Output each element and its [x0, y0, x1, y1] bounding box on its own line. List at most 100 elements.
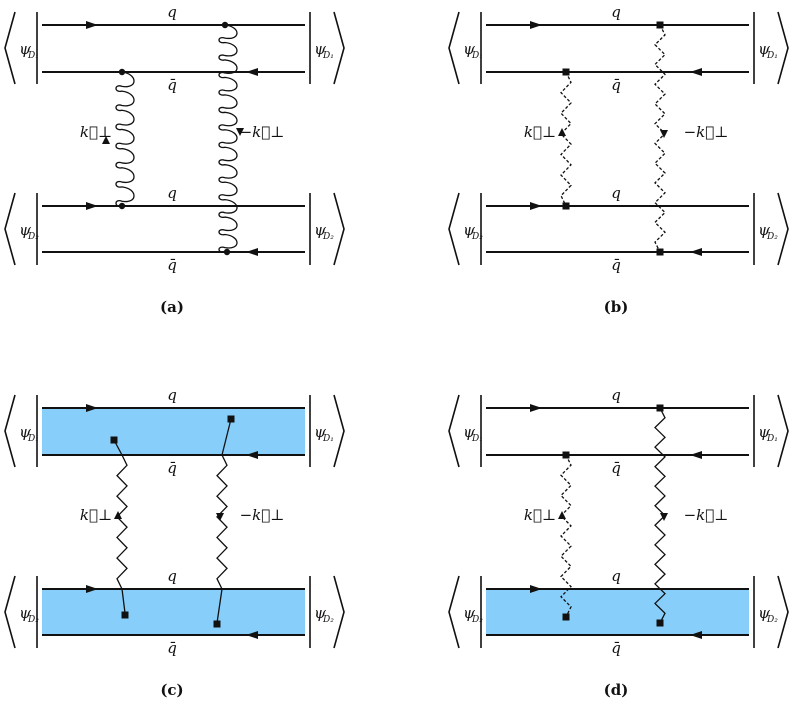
- psi-symbol: ψ: [314, 40, 326, 58]
- meson-band-bottom: [42, 589, 305, 635]
- arrow-left-icon: [246, 248, 258, 256]
- vertex-square: [656, 21, 664, 29]
- arrow-right-icon: [86, 21, 98, 29]
- psi-subscript: D₁: [322, 434, 334, 444]
- antiquark-label-bottom: q̄: [167, 639, 177, 657]
- momentum-label-right: −k⃗⊥: [240, 506, 285, 524]
- angle-bracket-left: [4, 394, 16, 468]
- panel-caption: (c): [160, 681, 183, 699]
- psi-subscript: D₁: [471, 51, 483, 61]
- angle-bracket-right: [777, 11, 789, 85]
- angle-bracket-left: [448, 394, 460, 468]
- psi-subscript: D₂: [27, 232, 39, 242]
- arrow-right-icon: [530, 21, 542, 29]
- angle-bracket-right: [333, 394, 345, 468]
- psi-subscript: D₂: [471, 615, 483, 625]
- psi-symbol: ψ: [758, 221, 770, 239]
- vertex-square: [562, 613, 570, 621]
- arrow-down-icon: [660, 130, 668, 138]
- momentum-label-right: −k⃗⊥: [684, 123, 729, 141]
- gluon-line: [115, 71, 135, 207]
- angle-bracket-left: [448, 192, 460, 266]
- psi-symbol: ψ: [758, 40, 770, 58]
- arrow-left-icon: [690, 451, 702, 459]
- psi-subscript: D₁: [471, 434, 483, 444]
- vertex-dot: [118, 68, 126, 76]
- psi-symbol: ψ: [19, 423, 31, 441]
- psi-symbol: ψ: [463, 221, 475, 239]
- arrow-right-icon: [86, 404, 98, 412]
- gluon-line: [218, 24, 238, 253]
- psi-symbol: ψ: [463, 423, 475, 441]
- angle-bracket-left: [4, 192, 16, 266]
- arrow-left-icon: [690, 631, 702, 639]
- psi-symbol: ψ: [463, 40, 475, 58]
- psi-symbol: ψ: [314, 604, 326, 622]
- antiquark-label-top: q̄: [611, 459, 621, 477]
- psi-symbol: ψ: [314, 221, 326, 239]
- antiquark-label-top: q̄: [167, 76, 177, 94]
- angle-bracket-left: [4, 575, 16, 649]
- wavy-tail: [221, 418, 232, 456]
- vertex-square: [562, 451, 570, 459]
- angle-bracket-left: [448, 575, 460, 649]
- vertex-square: [110, 436, 118, 444]
- psi-symbol: ψ: [463, 604, 475, 622]
- psi-symbol: ψ: [19, 604, 31, 622]
- vertex-square: [656, 404, 664, 412]
- arrow-up-icon: [114, 511, 122, 519]
- angle-bracket-right: [777, 575, 789, 649]
- psi-symbol: ψ: [758, 423, 770, 441]
- psi-subscript: D₂: [766, 232, 778, 242]
- vertex-square: [656, 248, 664, 256]
- momentum-label-left: k⃗⊥: [524, 123, 556, 141]
- panel-caption: (a): [160, 298, 184, 316]
- quark-label-top: q: [167, 386, 177, 404]
- wavy-tail: [121, 588, 126, 614]
- psi-subscript: D₁: [27, 51, 39, 61]
- momentum-label-left: k⃗⊥: [524, 506, 556, 524]
- arrow-left-icon: [690, 248, 702, 256]
- arrow-left-icon: [690, 68, 702, 76]
- momentum-label-right: −k⃗⊥: [240, 123, 285, 141]
- arrow-down-icon: [660, 513, 668, 521]
- panel-caption: (d): [604, 681, 629, 699]
- gluon-line: [116, 454, 128, 590]
- momentum-label-left: k⃗⊥: [80, 506, 112, 524]
- psi-subscript: D₂: [322, 615, 334, 625]
- vertex-square: [656, 619, 664, 627]
- momentum-label-left: k⃗⊥: [80, 123, 112, 141]
- arrow-right-icon: [530, 202, 542, 210]
- momentum-label-right: −k⃗⊥: [684, 506, 729, 524]
- quark-label-bottom: q: [167, 184, 177, 202]
- arrow-up-icon: [558, 511, 566, 519]
- psi-subscript: D₁: [27, 434, 39, 444]
- angle-bracket-right: [333, 575, 345, 649]
- arrow-right-icon: [530, 404, 542, 412]
- arrow-right-icon: [530, 585, 542, 593]
- psi-subscript: D₁: [322, 51, 334, 61]
- vertex-square: [227, 415, 235, 423]
- antiquark-label-top: q̄: [167, 459, 177, 477]
- psi-subscript: D₂: [27, 615, 39, 625]
- angle-bracket-right: [777, 394, 789, 468]
- arrow-right-icon: [86, 585, 98, 593]
- psi-symbol: ψ: [19, 221, 31, 239]
- arrow-left-icon: [246, 68, 258, 76]
- arrow-up-icon: [558, 128, 566, 136]
- arrow-right-icon: [86, 202, 98, 210]
- psi-symbol: ψ: [19, 40, 31, 58]
- vertex-square: [562, 68, 570, 76]
- psi-subscript: D₁: [766, 434, 778, 444]
- quark-label-top: q: [167, 3, 177, 21]
- psi-subscript: D₂: [471, 232, 483, 242]
- arrow-up-icon: [102, 136, 110, 144]
- vertex-dot: [118, 202, 126, 210]
- antiquark-label-bottom: q̄: [167, 256, 177, 274]
- gluon-line: [216, 454, 228, 590]
- vertex-dot: [223, 248, 231, 256]
- angle-bracket-right: [333, 11, 345, 85]
